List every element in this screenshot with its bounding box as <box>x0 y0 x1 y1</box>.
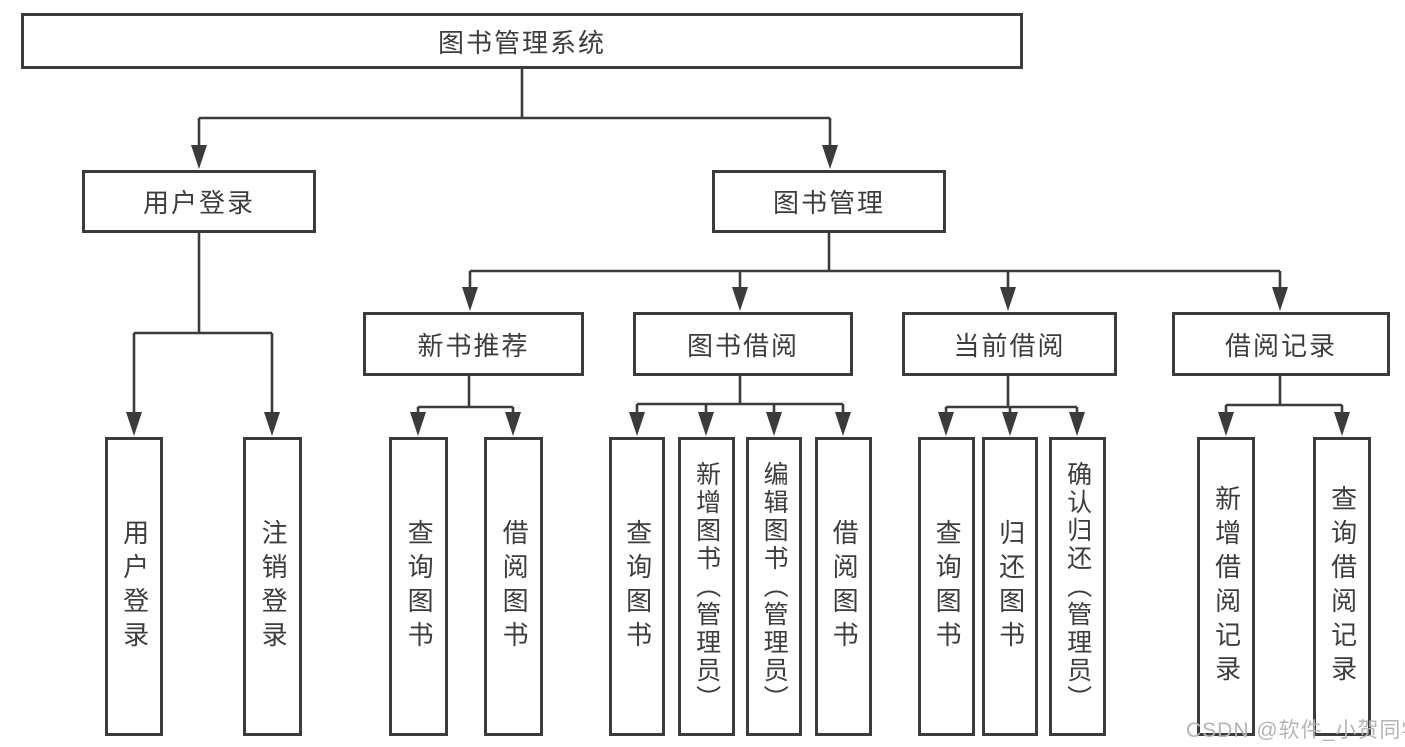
csdn-watermark: CSDN @软件_小贺同学 <box>1186 719 1405 742</box>
connector-root-to-level1 <box>197 69 832 146</box>
leaf-confirm-return-admin: 确认归还（管理员） <box>1049 437 1106 736</box>
connector-book-borrow-children <box>635 375 845 413</box>
node-root: 图书管理系统 <box>21 13 1023 69</box>
leaf-logout: 注销登录 <box>243 437 302 736</box>
leaf-label: 编辑图书（管理员） <box>760 460 789 713</box>
leaf-label: 注销登录 <box>258 518 289 655</box>
leaf-query-books-borrow: 查询图书 <box>609 437 665 736</box>
leaf-add-book-admin: 新增图书（管理员） <box>678 437 735 736</box>
arrowheads <box>126 145 1350 436</box>
connector-borrow-records-children <box>1224 375 1344 413</box>
leaf-label: 查询图书 <box>932 518 963 655</box>
leaf-user-login: 用户登录 <box>105 437 163 736</box>
node-current-borrow: 当前借阅 <box>902 312 1117 376</box>
leaf-label: 归还图书 <box>995 518 1026 655</box>
node-user-login: 用户登录 <box>82 170 316 233</box>
leaf-label: 查询图书 <box>622 518 653 655</box>
node-borrow-records: 借阅记录 <box>1172 312 1390 376</box>
node-book-borrow: 图书借阅 <box>633 312 853 376</box>
leaf-label: 借阅图书 <box>829 518 860 655</box>
leaf-label: 查询图书 <box>404 518 435 655</box>
leaf-label: 新增图书（管理员） <box>692 460 721 713</box>
leaf-label: 借阅图书 <box>499 518 530 655</box>
node-book-management: 图书管理 <box>712 170 946 233</box>
connector-new-book-children <box>416 375 515 413</box>
connector-current-borrow-children <box>944 375 1079 413</box>
leaf-edit-book-admin: 编辑图书（管理员） <box>746 437 802 736</box>
leaf-borrow-books-recommend: 借阅图书 <box>484 437 543 736</box>
leaf-query-books-current: 查询图书 <box>918 437 975 736</box>
leaf-return-books: 归还图书 <box>982 437 1038 736</box>
leaf-label: 确认归还（管理员） <box>1063 460 1092 713</box>
connector-book-management-children <box>468 232 1282 288</box>
connector-user-login-children <box>132 232 274 413</box>
leaf-query-borrow-record: 查询借阅记录 <box>1313 437 1371 736</box>
leaf-label: 用户登录 <box>119 518 150 655</box>
leaf-label: 新增借阅记录 <box>1211 484 1242 689</box>
leaf-label: 查询借阅记录 <box>1327 484 1358 689</box>
node-new-book-recommend: 新书推荐 <box>363 312 584 376</box>
leaf-query-books-recommend: 查询图书 <box>389 437 448 736</box>
leaf-add-borrow-record: 新增借阅记录 <box>1197 437 1255 736</box>
leaf-borrow-books: 借阅图书 <box>815 437 872 736</box>
